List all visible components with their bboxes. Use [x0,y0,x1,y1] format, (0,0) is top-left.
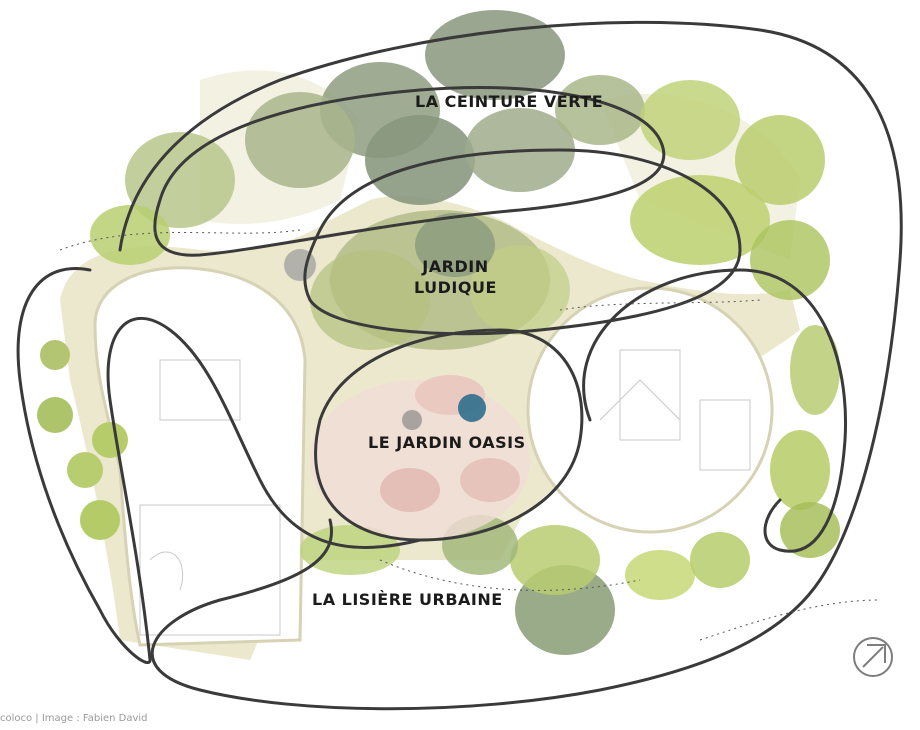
zone-label-ceinture-verte: LA CEINTURE VERTE [415,92,604,111]
building-outlines [139,349,751,636]
water-pool [458,394,486,422]
east-loop [582,268,848,553]
void-east [526,286,774,534]
north-arrow-icon [853,637,893,677]
oasis-garden [284,249,530,540]
sketch-loops [16,20,903,711]
outer-loop [118,20,903,711]
zone-label-lisiere-urbaine: LA LISIÈRE URBAINE [312,590,503,609]
ceinture-loop [153,85,666,257]
tree-masses [37,10,840,655]
image-credit: coloco | Image : Fabien David [0,713,148,724]
dotted-lines [59,229,881,641]
zone-label-jardin-oasis: LE JARDIN OASIS [368,433,526,452]
zone-label-jardin-ludique-line1: JARDIN [422,257,489,276]
west-loop [16,267,422,664]
ludique-loop [303,148,742,336]
zone-label-jardin-ludique: JARDIN LUDIQUE [414,256,497,298]
zone-label-jardin-ludique-line2: LUDIQUE [414,278,497,297]
building-voids [93,266,774,647]
oasis-loop [314,328,584,542]
